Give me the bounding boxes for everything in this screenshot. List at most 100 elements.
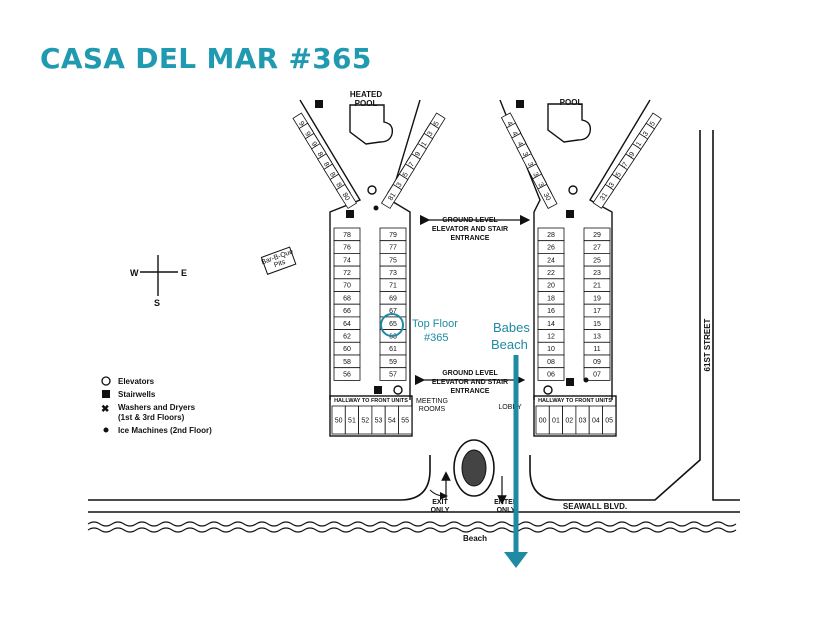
svg-text:52: 52 bbox=[361, 418, 369, 425]
beach-label: Beach bbox=[463, 534, 487, 543]
entrance-label-1: GROUND LEVEL bbox=[442, 217, 498, 224]
svg-text:83: 83 bbox=[394, 181, 404, 191]
svg-text:85: 85 bbox=[400, 171, 410, 181]
svg-text:93: 93 bbox=[425, 130, 435, 140]
svg-text:18: 18 bbox=[547, 295, 555, 302]
unit-cell: 59 bbox=[379, 354, 407, 369]
unit-cell: 17 bbox=[583, 303, 611, 318]
svg-text:20: 20 bbox=[547, 283, 555, 290]
svg-text:E: E bbox=[181, 268, 187, 278]
stairwell-icon bbox=[346, 210, 354, 218]
svg-text:14: 14 bbox=[547, 321, 555, 328]
svg-text:00: 00 bbox=[539, 418, 547, 425]
svg-text:75: 75 bbox=[389, 257, 397, 264]
svg-text:31: 31 bbox=[599, 192, 609, 202]
unit-cell: 19 bbox=[583, 291, 611, 305]
top-floor-label: Top Floor bbox=[412, 318, 458, 330]
svg-text:86: 86 bbox=[322, 161, 332, 171]
svg-text:13: 13 bbox=[593, 333, 601, 340]
wing-unit-cell: 30 bbox=[537, 183, 558, 210]
fountain-roundabout bbox=[429, 439, 507, 505]
front-unit-cell: 52 bbox=[358, 405, 373, 435]
legend: Elevators Stairwells ✖ Washers and Dryer… bbox=[101, 376, 212, 435]
svg-text:25: 25 bbox=[593, 257, 601, 264]
svg-text:09: 09 bbox=[593, 359, 601, 366]
svg-text:16: 16 bbox=[547, 308, 555, 315]
unit-cell: 22 bbox=[537, 265, 565, 280]
svg-text:87: 87 bbox=[406, 161, 416, 171]
svg-text:90: 90 bbox=[310, 141, 320, 151]
svg-text:54: 54 bbox=[388, 418, 396, 425]
unit-cell: 29 bbox=[583, 227, 611, 242]
unit-cell: 66 bbox=[333, 303, 361, 318]
unit-cell: 21 bbox=[583, 278, 611, 292]
unit-cell: 14 bbox=[537, 316, 565, 330]
entrance2-label-1: GROUND LEVEL bbox=[442, 370, 498, 377]
elevator-icon bbox=[543, 385, 553, 395]
svg-text:Washers and Dryers: Washers and Dryers bbox=[118, 403, 196, 412]
svg-text:11: 11 bbox=[593, 346, 600, 353]
bar-b-que-pits: Bar-B-Que Pits bbox=[260, 246, 297, 275]
stairwell-icon bbox=[516, 100, 524, 108]
unit-cell: 06 bbox=[537, 367, 565, 381]
babes-label: Babes bbox=[493, 320, 530, 335]
svg-text:51: 51 bbox=[348, 418, 356, 425]
svg-text:08: 08 bbox=[547, 359, 555, 366]
svg-text:50: 50 bbox=[335, 418, 343, 425]
svg-text:43: 43 bbox=[640, 130, 650, 140]
svg-text:W: W bbox=[130, 268, 139, 278]
svg-text:21: 21 bbox=[593, 283, 601, 290]
lobby-label: LOBBY bbox=[498, 404, 522, 411]
hallway-label-left: HALLWAY TO FRONT UNITS bbox=[334, 398, 408, 404]
front-unit-cell: 51 bbox=[344, 405, 359, 435]
ice-machine-icon bbox=[373, 205, 379, 211]
heated-pool bbox=[349, 104, 394, 145]
svg-text:19: 19 bbox=[593, 295, 601, 302]
svg-text:92: 92 bbox=[303, 131, 313, 141]
svg-text:28: 28 bbox=[547, 232, 555, 239]
svg-text:70: 70 bbox=[343, 283, 351, 290]
svg-text:68: 68 bbox=[343, 295, 351, 302]
front-unit-cell: 00 bbox=[535, 405, 550, 435]
front-unit-cell: 05 bbox=[602, 405, 617, 435]
pool-label: POOL bbox=[560, 98, 583, 107]
beach-annotation-label: Beach bbox=[491, 337, 528, 352]
svg-text:71: 71 bbox=[389, 283, 397, 290]
svg-text:88: 88 bbox=[316, 151, 326, 161]
ice-machine-icon bbox=[103, 427, 109, 433]
meeting-rooms-2: ROOMS bbox=[419, 406, 446, 413]
unit-cell: 76 bbox=[333, 240, 361, 254]
svg-text:22: 22 bbox=[547, 270, 555, 277]
svg-text:06: 06 bbox=[547, 372, 555, 379]
legend-stairwells: Stairwells bbox=[102, 390, 156, 399]
unit-cell: 75 bbox=[379, 252, 407, 267]
elevator-icon bbox=[101, 376, 111, 386]
svg-text:Elevators: Elevators bbox=[118, 377, 155, 386]
heated-pool-label-1: HEATED bbox=[350, 90, 383, 99]
svg-text:17: 17 bbox=[593, 308, 601, 315]
svg-text:04: 04 bbox=[592, 418, 600, 425]
svg-text:Pits: Pits bbox=[273, 259, 287, 270]
svg-text:30: 30 bbox=[542, 192, 552, 202]
exit-only-2: ONLY bbox=[431, 507, 450, 514]
front-unit-cell: 04 bbox=[588, 405, 603, 435]
entrance-label-2: ELEVATOR AND STAIR bbox=[432, 226, 508, 233]
svg-text:Stairwells: Stairwells bbox=[118, 390, 156, 399]
unit-cell: 58 bbox=[333, 354, 361, 369]
unit-cell: 79 bbox=[379, 227, 407, 242]
stairwell-icon bbox=[566, 210, 574, 218]
unit-cell: 20 bbox=[537, 278, 565, 292]
svg-text:80: 80 bbox=[341, 192, 351, 202]
svg-text:61: 61 bbox=[389, 346, 397, 353]
unit-cell: 69 bbox=[379, 291, 407, 305]
svg-text:56: 56 bbox=[343, 372, 351, 379]
unit-cell: 61 bbox=[379, 341, 407, 356]
svg-text:84: 84 bbox=[328, 171, 338, 181]
svg-text:73: 73 bbox=[389, 270, 397, 277]
svg-text:60: 60 bbox=[343, 346, 351, 353]
unit-cell: 12 bbox=[537, 329, 565, 343]
stairwell-icon bbox=[102, 390, 110, 398]
washer-dryer-icon: ✖ bbox=[101, 404, 109, 415]
front-unit-cell: 50 bbox=[331, 405, 346, 435]
pool bbox=[547, 103, 592, 143]
